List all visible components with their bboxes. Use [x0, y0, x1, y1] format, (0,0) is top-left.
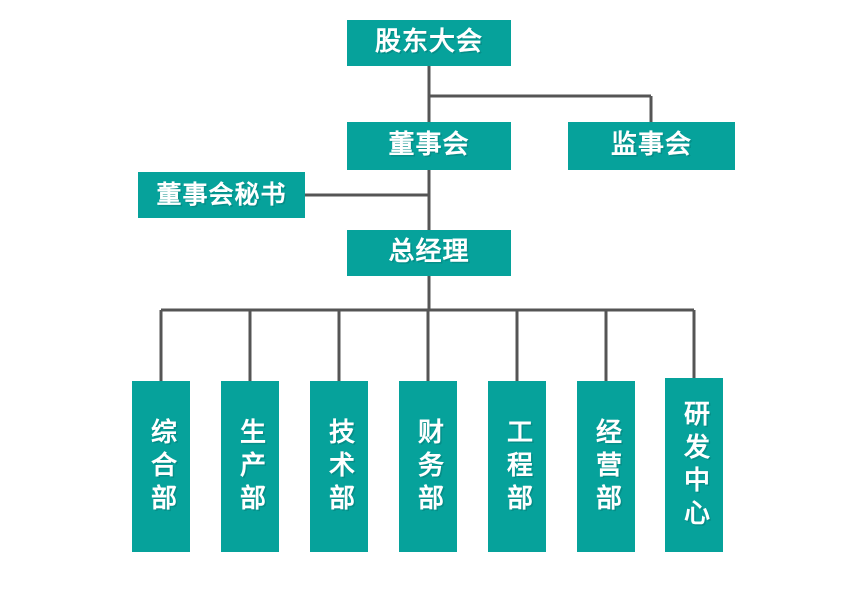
node-label-department-production: 生产部 [235, 418, 266, 517]
node-label-department-general-affairs: 综合部 [146, 418, 177, 517]
node-department-technology[interactable]: 技术部 [310, 381, 368, 552]
node-label-department-operations: 经营部 [591, 418, 622, 517]
node-label-general-manager: 总经理 [388, 237, 470, 268]
node-department-engineering[interactable]: 工程部 [488, 381, 546, 552]
node-label-department-rd-center: 研发中心 [679, 400, 710, 532]
node-general-manager[interactable]: 总经理 [347, 230, 511, 276]
node-board-of-supervisors[interactable]: 监事会 [568, 122, 735, 170]
node-board-secretary[interactable]: 董事会秘书 [138, 172, 305, 218]
node-label-department-finance: 财务部 [413, 418, 444, 517]
node-department-general-affairs[interactable]: 综合部 [132, 381, 190, 552]
node-label-department-engineering: 工程部 [502, 418, 533, 517]
node-department-production[interactable]: 生产部 [221, 381, 279, 552]
node-department-rd-center[interactable]: 研发中心 [665, 378, 723, 552]
node-label-shareholders-meeting: 股东大会 [374, 27, 483, 58]
node-label-board-of-supervisors: 监事会 [610, 130, 692, 161]
node-label-board-of-directors: 董事会 [388, 130, 470, 161]
node-department-finance[interactable]: 财务部 [399, 381, 457, 552]
node-department-operations[interactable]: 经营部 [577, 381, 635, 552]
node-shareholders-meeting[interactable]: 股东大会 [347, 20, 511, 66]
node-label-board-secretary: 董事会秘书 [156, 180, 287, 209]
node-label-department-technology: 技术部 [324, 418, 355, 517]
node-board-of-directors[interactable]: 董事会 [347, 122, 511, 170]
